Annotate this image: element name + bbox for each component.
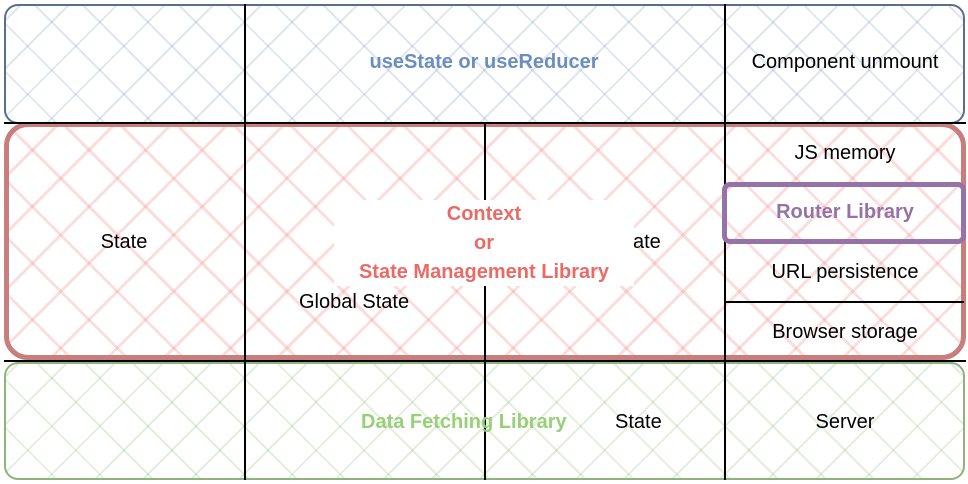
grid-line-h2 bbox=[4, 360, 966, 362]
url-persistence-label: URL persistence bbox=[771, 261, 919, 283]
red-region-label-line3: State Management Library bbox=[358, 261, 610, 283]
state-left-label: State bbox=[100, 231, 148, 253]
blue-region-label: useState or useReducer bbox=[369, 51, 599, 73]
grid-line-h3 bbox=[724, 301, 964, 303]
state-mid-partial-label: ate bbox=[633, 231, 661, 253]
server-label: Server bbox=[815, 411, 875, 433]
router-library-box bbox=[722, 182, 966, 244]
global-state-label: Global State bbox=[299, 291, 410, 313]
state-bottom-label: State bbox=[615, 411, 662, 433]
usestate-region bbox=[4, 4, 965, 124]
red-region-label-line2: or bbox=[474, 232, 494, 254]
router-library-label: Router Library bbox=[776, 201, 914, 223]
component-unmount-label: Component unmount bbox=[751, 51, 939, 73]
green-region-label: Data Fetching Library bbox=[361, 411, 567, 433]
browser-storage-label: Browser storage bbox=[772, 321, 918, 343]
grid-line-v1 bbox=[244, 4, 246, 480]
js-memory-label: JS memory bbox=[794, 142, 896, 164]
red-label-mask bbox=[334, 200, 634, 286]
grid-line-v2 bbox=[484, 124, 486, 480]
grid-line-h1 bbox=[4, 122, 966, 124]
red-region-label-line1: Context bbox=[446, 203, 522, 225]
